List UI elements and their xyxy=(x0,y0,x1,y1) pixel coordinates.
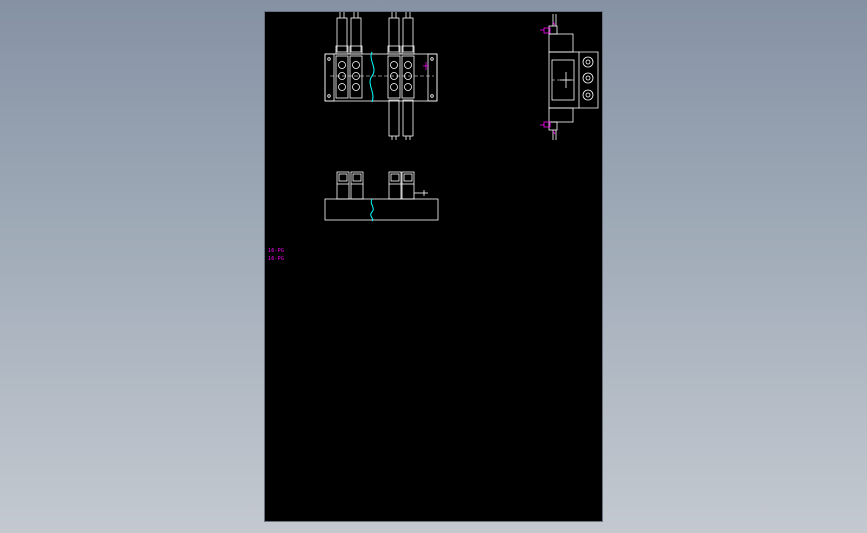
solenoid-marker-bottom xyxy=(540,121,556,135)
mount-hole xyxy=(327,57,331,61)
manifold-top-view xyxy=(324,12,438,140)
manifold-base-plate xyxy=(324,53,438,102)
mount-hole xyxy=(430,94,434,98)
annotation-note: 16-PG xyxy=(268,248,285,254)
manifold-side-view xyxy=(548,14,599,140)
dimension-mark-top xyxy=(423,62,429,70)
manifold-end-block-left xyxy=(324,53,335,102)
break-line-front xyxy=(370,198,374,222)
mount-hole xyxy=(327,94,331,98)
mount-hole xyxy=(430,57,434,61)
front-valve-body xyxy=(350,171,364,200)
front-valve-body xyxy=(336,171,350,200)
annotation-note: 16-PG xyxy=(268,256,285,262)
manifold-front-view xyxy=(324,171,439,221)
front-valve-body xyxy=(388,171,402,200)
solenoid-marker-top xyxy=(540,21,556,34)
manifold-end-block-right xyxy=(427,53,438,102)
front-valve-body xyxy=(401,171,415,200)
drawing-sheet xyxy=(265,12,602,521)
break-line-top xyxy=(369,51,375,103)
valve-station xyxy=(349,12,363,99)
valve-station xyxy=(335,12,349,99)
front-base-block xyxy=(324,198,439,221)
